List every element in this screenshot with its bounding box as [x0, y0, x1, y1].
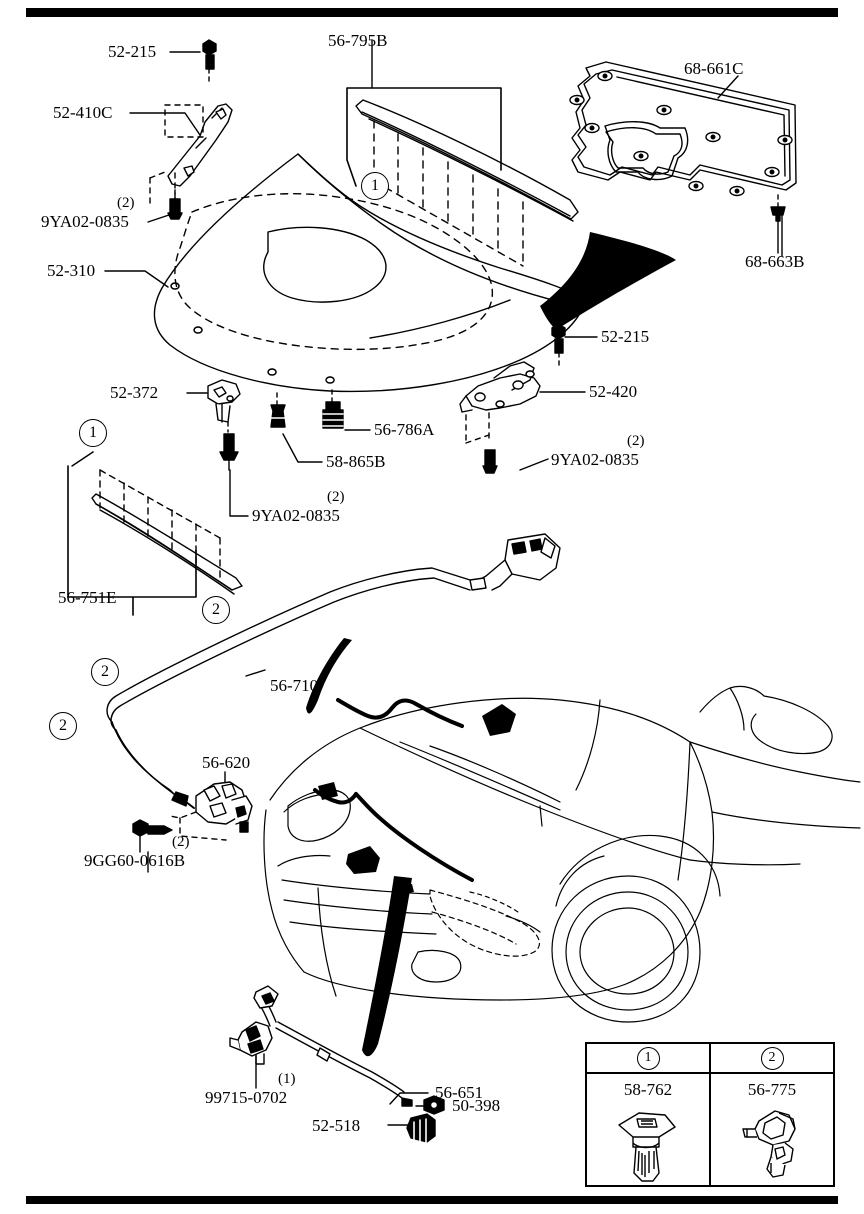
legend-part-number-2: 56-775: [747, 1080, 797, 1099]
label-52-410C: 52-410C: [53, 103, 113, 122]
label-56-786A: 56-786A: [374, 420, 435, 439]
label-52-420: 52-420: [589, 382, 638, 401]
leader-9YA02-r: [519, 458, 549, 471]
callout-2-cable-mid: 2: [91, 658, 119, 686]
callout-2-cable-upper: 2: [202, 596, 230, 624]
callout-number: 2: [768, 1050, 776, 1065]
callout-number: 2: [59, 717, 67, 734]
part-58-865B-bumper: [270, 392, 286, 428]
legend-callout-cell-2: 2: [711, 1044, 833, 1074]
qty-9YA02-0835-top-left: (2): [117, 195, 135, 211]
label-52-215-top: 52-215: [108, 42, 157, 61]
part-56-651-rod: [253, 985, 413, 1107]
bracket-56-751E: [67, 465, 197, 616]
part-9YA02-0835-top-left: [167, 189, 183, 220]
callout-number: 2: [212, 601, 220, 618]
leader-52-410C: [129, 112, 201, 136]
callout-number: 2: [101, 663, 109, 680]
legend-part-number-1: 58-762: [623, 1080, 673, 1099]
cable-clamp-icon: [742, 1109, 796, 1178]
shading-swoosh-body: [362, 876, 412, 1057]
qty-99715-0702: (1): [278, 1071, 296, 1087]
legend-table: 1 58-762: [585, 1042, 835, 1187]
part-52-372-bracket: [207, 379, 241, 433]
label-56-620: 56-620: [202, 753, 251, 772]
leader-56-651: [389, 1092, 429, 1105]
leader-9YA02-tl: [147, 213, 173, 223]
shading-swoosh-top: [540, 232, 676, 330]
label-56-751E: 56-751E: [58, 588, 117, 607]
push-clip-icon: [618, 1111, 676, 1182]
label-68-663B: 68-663B: [745, 252, 805, 271]
part-52-410C: [149, 103, 233, 212]
label-56-795B: 56-795B: [328, 31, 388, 50]
part-52-310-hood: [153, 153, 587, 393]
qty-9YA02-0835-center: (2): [327, 489, 345, 505]
part-9YA02-0835-center: [219, 433, 239, 471]
label-9YA02-0835-right: 9YA02-0835: [551, 450, 639, 469]
label-9YA02-0835-top-left: 9YA02-0835: [41, 212, 129, 231]
qty-9GG60-0616B: (2): [172, 834, 190, 850]
label-52-215-right: 52-215: [601, 327, 650, 346]
leader-56-710: [245, 669, 266, 677]
cable-on-body: [313, 698, 474, 882]
top-rule: [26, 8, 838, 17]
part-56-786A-bumper: [322, 389, 344, 429]
part-52-215-top: [202, 39, 217, 86]
leader-9YA02-c: [229, 469, 249, 517]
legend-art-1: [587, 1100, 709, 1185]
callout-1-rear-seal: 1: [79, 419, 107, 447]
leader-58-865B: [282, 433, 323, 463]
part-99715-0702-clip: [229, 1021, 273, 1065]
part-9YA02-0835-right: [482, 449, 498, 474]
legend-art-2: [711, 1100, 833, 1185]
legend-callout-1: 1: [636, 1046, 660, 1070]
label-9YA02-0835-center: 9YA02-0835: [252, 506, 340, 525]
callout-number: 1: [89, 424, 97, 441]
callout-1-top-seal: 1: [361, 172, 389, 200]
part-68-663B-clip: [770, 194, 786, 254]
bracket-56-795B: [346, 87, 502, 187]
part-68-661C-insulator: [569, 61, 797, 197]
part-52-420-hinge: [459, 361, 541, 444]
label-9GG60-0616B: 9GG60-0616B: [84, 851, 186, 870]
label-52-310: 52-310: [47, 261, 96, 280]
part-52-215-right: [551, 323, 566, 370]
part-56-710-cable: [106, 567, 471, 809]
legend-callout-cell-1: 1: [587, 1044, 709, 1074]
leader-52-310: [104, 270, 169, 288]
label-56-651: 56-651: [435, 1083, 484, 1102]
bracket-56-751E-stem: [71, 451, 94, 467]
label-68-661C: 68-661C: [684, 59, 744, 78]
bottom-rule: [26, 1196, 838, 1204]
part-9GG60-0616B-screw: [132, 819, 173, 853]
car-body-illustration: [263, 685, 861, 1023]
label-56-710: 56-710: [270, 676, 319, 695]
callout-number: 1: [644, 1050, 652, 1065]
label-58-865B: 58-865B: [326, 452, 386, 471]
label-52-518: 52-518: [312, 1116, 361, 1135]
legend-column-2: 2 56-775: [709, 1044, 833, 1185]
part-52-518-grommet: [406, 1113, 436, 1144]
label-99715-0702: 99715-0702: [205, 1088, 288, 1107]
label-50-398: 50-398: [452, 1096, 501, 1115]
legend-column-1: 1 58-762: [587, 1044, 709, 1185]
part-56-620-latch: [169, 781, 253, 841]
legend-callout-2: 2: [760, 1046, 784, 1070]
shading-swoosh-cable: [306, 638, 352, 714]
label-52-372: 52-372: [110, 383, 159, 402]
part-56-795B-seal: [355, 99, 579, 267]
callout-number: 1: [371, 177, 379, 194]
qty-9YA02-0835-right: (2): [627, 433, 645, 449]
callout-2-cable-left: 2: [49, 712, 77, 740]
part-56-751E-seal: [91, 469, 243, 595]
part-50-398-nut: [423, 1095, 445, 1115]
cable-connector: [469, 533, 561, 591]
